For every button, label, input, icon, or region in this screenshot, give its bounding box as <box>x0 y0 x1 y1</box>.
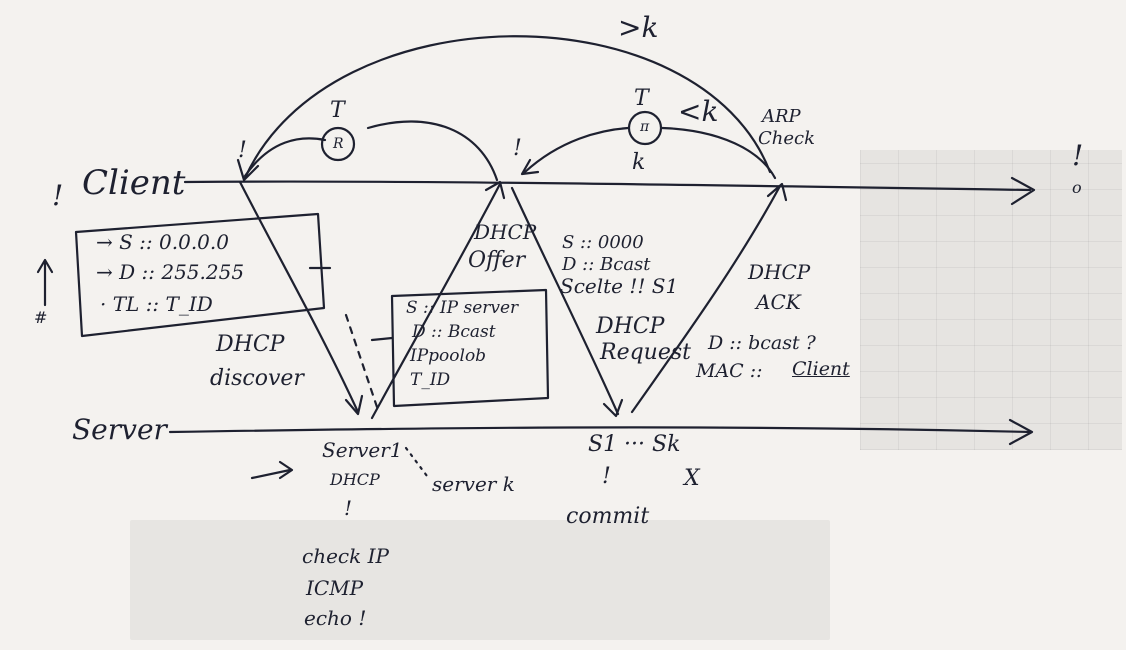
request-line-2: Request <box>600 340 691 365</box>
request-line-1: DHCP <box>596 314 665 339</box>
server1-pointer-head <box>278 460 294 480</box>
server-label: Server <box>72 413 167 446</box>
client-timeline <box>183 180 1032 192</box>
timer-left-circle <box>320 126 356 162</box>
client-timeline-arrowhead <box>1010 176 1036 206</box>
label-lt-k: <k <box>678 95 719 128</box>
check-line-3: echo ! <box>304 606 367 630</box>
offer-arrow <box>370 182 502 420</box>
client-box-line-1: → S :: 0.0.0.0 <box>96 230 229 254</box>
side-arrowhead <box>36 258 54 274</box>
timer-right-circle <box>627 110 663 146</box>
label-k-below: k <box>632 150 646 175</box>
offer-info-box <box>390 288 550 408</box>
s1-sk-label: S1 ··· Sk <box>588 432 681 457</box>
ack-arrow <box>630 184 782 414</box>
request-extra-2: MAC :: <box>696 360 763 382</box>
server1-pointer <box>250 468 292 480</box>
arc-gt-k <box>243 35 772 180</box>
check-line-1: check IP <box>302 544 389 568</box>
offer-box-pointer <box>370 336 394 342</box>
request-field-1: S :: 0000 <box>562 232 644 253</box>
server-k-label: server k <box>432 472 515 496</box>
ack-arrowhead <box>766 182 788 202</box>
arp-line-1: ARP <box>762 106 801 127</box>
arc-gt-k-arrowhead <box>236 158 260 182</box>
check-line-2: ICMP <box>306 576 364 600</box>
offer-box-line-2: D :: Bcast <box>412 322 496 342</box>
server1-label: Server1 <box>322 438 403 462</box>
client-end-marker: ! <box>1072 139 1084 172</box>
sk-mark: X <box>684 466 700 491</box>
commit-label: commit <box>566 504 650 529</box>
client-label: Client <box>82 163 186 203</box>
discover-arrowhead <box>344 394 364 416</box>
request-extra-1: D :: bcast ? <box>708 332 816 354</box>
arc-timer-left-b <box>366 120 499 182</box>
offer-box-line-3: IPpoolob <box>410 346 487 366</box>
server-timeline-arrowhead <box>1008 418 1034 446</box>
client-marker: ! <box>52 179 64 212</box>
background-grid-shadow <box>860 150 1122 450</box>
ack-line-1: DHCP <box>748 260 811 284</box>
discover-dashed <box>344 313 380 412</box>
arc-timer-right-arrowhead <box>520 158 540 176</box>
server-bang: ! <box>344 496 353 520</box>
timer-left-t: T <box>330 98 345 123</box>
discover-line-1: DHCP <box>216 332 285 357</box>
discover-line-2: discover <box>210 366 304 391</box>
arc-timer-right-b <box>660 126 777 180</box>
timer-right-symbol: π <box>640 119 650 135</box>
request-field-3: Scelte !! S1 <box>560 274 679 298</box>
client-box-side-mark: # <box>34 308 48 327</box>
client-end-dot: o <box>1072 178 1082 197</box>
offer-arrowhead <box>484 180 506 200</box>
offer-box-line-1: S :: IP server <box>406 298 519 318</box>
arc-timer-right-a <box>523 126 630 174</box>
request-arrow <box>510 186 620 416</box>
timer-right-t: T <box>634 86 649 111</box>
offer-marker: ! <box>513 136 522 161</box>
server-dhcp: DHCP <box>330 470 380 489</box>
arc-timer-left-a <box>243 137 327 178</box>
offer-line-1: DHCP <box>474 220 537 244</box>
request-arrowhead <box>602 398 624 418</box>
background-page-shadow <box>130 520 830 640</box>
timer-left-symbol: R <box>333 136 344 152</box>
client-box-line-2: → D :: 255.255 <box>96 260 245 284</box>
client-start-marker: ! <box>238 138 247 163</box>
client-info-box <box>74 212 326 338</box>
label-gt-k: >k <box>618 11 659 44</box>
offer-line-2: Offer <box>468 248 526 273</box>
ack-line-2: ACK <box>756 290 801 314</box>
request-field-2: D :: Bcast <box>562 254 651 275</box>
server-k-dotted <box>404 446 432 482</box>
s1-mark: ! <box>602 464 611 489</box>
discover-arrow <box>238 180 360 414</box>
request-extra-client: Client <box>792 358 850 380</box>
client-box-line-3: · TL :: T_ID <box>100 292 213 316</box>
arp-line-2: Check <box>758 128 816 149</box>
server-timeline <box>168 426 1032 434</box>
offer-box-line-4: T_ID <box>410 370 451 390</box>
